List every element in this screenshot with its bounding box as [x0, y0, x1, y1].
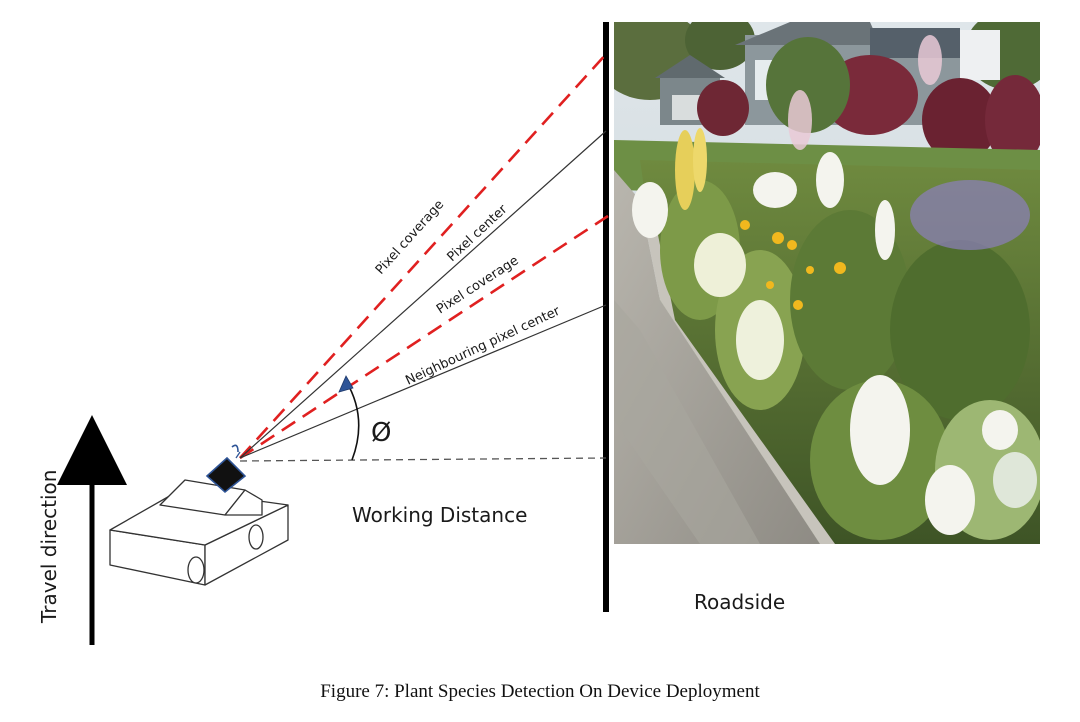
- pixel-center-ray: [239, 130, 607, 459]
- neighbouring-pixel-center-ray: [239, 304, 607, 459]
- angle-symbol: Ø: [371, 418, 391, 448]
- working-distance-label: Working Distance: [352, 503, 527, 527]
- working-distance-line: [239, 457, 607, 462]
- neighbouring-pixel-center-label: Neighbouring pixel center: [403, 304, 563, 389]
- angle-arc: [345, 380, 360, 461]
- yellow-flowers: [740, 220, 846, 310]
- car-wheel-rear: [187, 556, 205, 584]
- camera: [205, 444, 247, 494]
- sensor-rays: [239, 51, 609, 462]
- travel-direction-label: Travel direction: [37, 470, 61, 624]
- car-wheel-front: [248, 524, 264, 550]
- roadside-label: Roadside: [694, 590, 785, 614]
- pixel-coverage-inner-label: Pixel coverage: [434, 253, 521, 317]
- pixel-coverage-ray-outer: [239, 51, 609, 459]
- white-flowers: [632, 152, 1037, 535]
- figure-caption: Figure 7: Plant Species Detection On Dev…: [320, 681, 760, 702]
- pixel-coverage-ray-inner: [239, 214, 609, 460]
- angle-arrow-head: [338, 375, 354, 393]
- pixel-coverage-outer-label: Pixel coverage: [373, 197, 447, 277]
- pixel-center-label: Pixel center: [444, 202, 510, 265]
- car: [109, 479, 289, 586]
- roadside-photo: [614, 22, 1040, 544]
